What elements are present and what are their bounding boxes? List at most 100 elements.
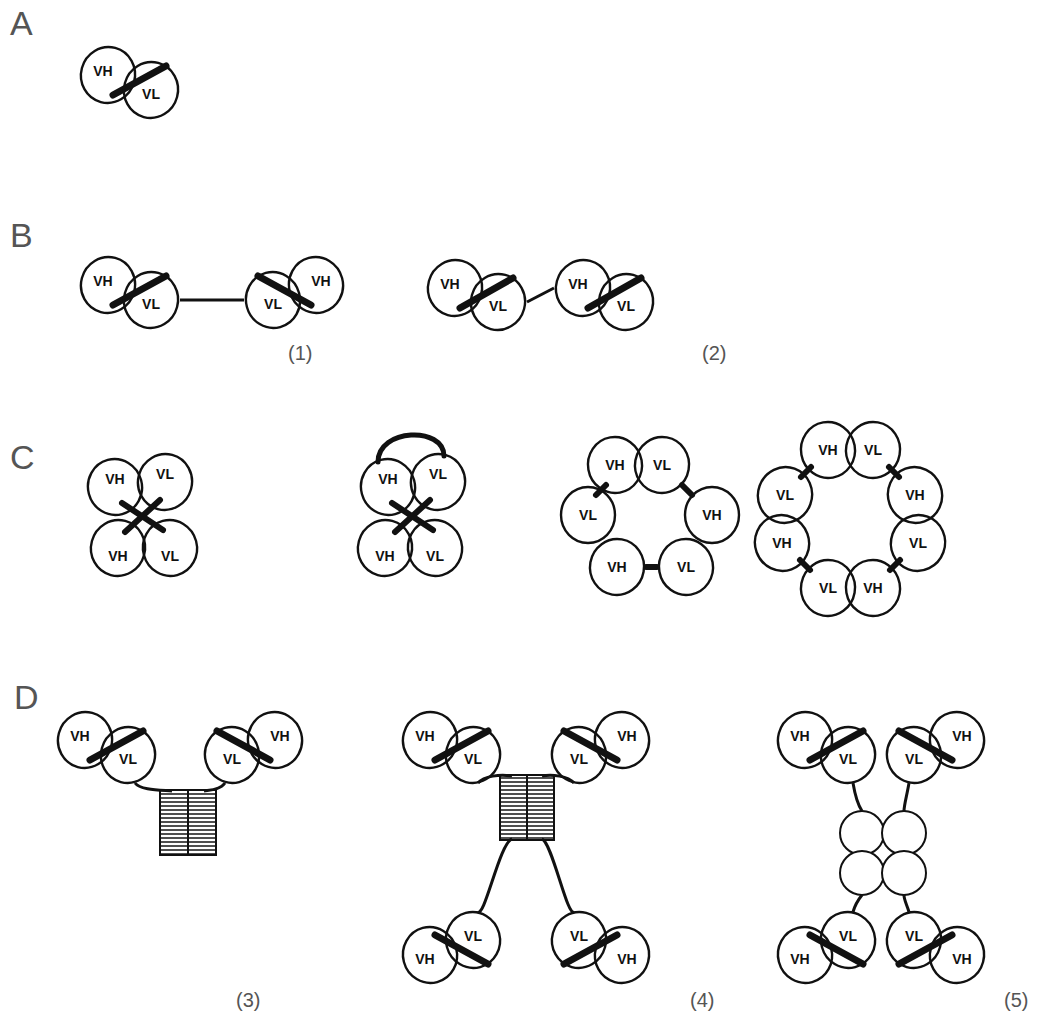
domain-label: VH	[790, 952, 809, 966]
domain-label: VL	[464, 929, 482, 943]
domain-ellipse	[589, 921, 656, 989]
domain-label: VH	[311, 274, 330, 288]
domain-ellipse	[747, 507, 817, 578]
domain-label: VH	[702, 508, 721, 522]
domain-ellipse	[561, 487, 615, 543]
variable-domain: VL	[444, 725, 502, 785]
variable-domain: VL	[799, 558, 857, 618]
panel-letter: B	[10, 218, 33, 252]
panel-letter: D	[14, 680, 39, 714]
panel-letter: A	[10, 6, 33, 40]
domain-label: VL	[570, 752, 588, 766]
domain-outline	[136, 452, 194, 512]
domain-label: VL	[156, 467, 174, 481]
domain-label: VH	[375, 549, 394, 563]
domain-label: VH	[108, 549, 127, 563]
variable-domain: VL	[657, 537, 715, 597]
domain-label: VL	[617, 299, 635, 313]
domain-ellipse	[685, 487, 739, 543]
domain-ellipse	[550, 254, 617, 322]
domain-outline	[89, 518, 147, 578]
domain-label: VH	[617, 729, 636, 743]
variable-domain: VL	[406, 518, 464, 578]
domain-label: VH	[863, 581, 882, 595]
domain-ellipse	[631, 433, 694, 498]
domain-ellipse	[240, 266, 307, 334]
domain-label: VH	[70, 729, 89, 743]
domain-ellipse	[397, 921, 464, 989]
domain-ellipse	[405, 448, 472, 516]
domain-label: VL	[142, 87, 160, 101]
domain-outline	[141, 518, 199, 578]
domain-label: VL	[819, 581, 837, 595]
domain-label: VH	[952, 952, 971, 966]
domain-label: VH	[772, 536, 791, 550]
variable-domain: VL	[819, 910, 877, 970]
variable-domain: VH	[287, 255, 345, 315]
domain-label: VL	[489, 299, 507, 313]
variable-domain: VL	[99, 725, 157, 785]
domain-ellipse	[118, 56, 185, 124]
variable-domain: VH	[246, 710, 304, 770]
domain-label: VL	[905, 929, 923, 943]
domain-ellipse	[465, 268, 532, 336]
domain-label: VH	[617, 952, 636, 966]
domain-ellipse	[546, 906, 613, 974]
callout-number: (1)	[288, 343, 312, 363]
domain-label: VH	[952, 729, 971, 743]
domain-outline	[359, 457, 417, 517]
domain-label: VL	[119, 752, 137, 766]
domain-ellipse	[283, 251, 350, 319]
domain-ellipse	[75, 251, 142, 319]
domain-label: VH	[568, 277, 587, 291]
domain-outline	[86, 457, 144, 517]
variable-domain: VL	[633, 435, 691, 495]
domain-ellipse	[85, 514, 152, 582]
domain-ellipse	[95, 721, 162, 789]
variable-domain: VL	[444, 910, 502, 970]
domain-ellipse	[402, 514, 469, 582]
variable-domain: VL	[559, 485, 617, 545]
domain-ellipse	[842, 418, 905, 483]
domain-label: VH	[378, 472, 397, 486]
domain-ellipse	[797, 418, 860, 483]
domain-outline	[356, 518, 414, 578]
domain-label: VH	[818, 443, 837, 457]
domain-label: VH	[93, 274, 112, 288]
domain-ellipse	[750, 459, 820, 530]
callout-number: (5)	[1004, 990, 1028, 1010]
variable-domain: VL	[141, 518, 199, 578]
panel-letter: C	[10, 440, 35, 474]
domain-ellipse	[924, 921, 991, 989]
domain-label: VH	[905, 488, 924, 502]
domain-ellipse	[797, 556, 860, 621]
domain-outline	[406, 518, 464, 578]
domain-label: VH	[607, 560, 626, 574]
variable-domain: VL	[122, 60, 180, 120]
domain-ellipse	[880, 459, 950, 530]
variable-domain: VL	[819, 725, 877, 785]
domain-label: VL	[142, 297, 160, 311]
variable-domain: VH	[588, 537, 646, 597]
variable-domain: VH	[593, 925, 651, 985]
domain-label: VL	[570, 929, 588, 943]
variable-domain: VH	[928, 925, 986, 985]
domain-label: VL	[429, 467, 447, 481]
variable-domain: VH	[86, 457, 144, 517]
diabody-linker	[122, 435, 444, 532]
variable-domain: VH	[799, 420, 857, 480]
domain-label: VH	[605, 458, 624, 472]
domain-label: VL	[464, 752, 482, 766]
domain-label: VL	[905, 752, 923, 766]
domain-ellipse	[924, 706, 991, 774]
linker-connector	[180, 299, 244, 302]
domain-ellipse	[440, 906, 507, 974]
domain-ellipse	[772, 706, 839, 774]
domain-label: VH	[93, 64, 112, 78]
domain-label: VL	[776, 488, 794, 502]
domain-label: VL	[426, 549, 444, 563]
domain-ellipse	[815, 721, 882, 789]
domain-label: VL	[864, 443, 882, 457]
domain-ellipse	[842, 556, 905, 621]
